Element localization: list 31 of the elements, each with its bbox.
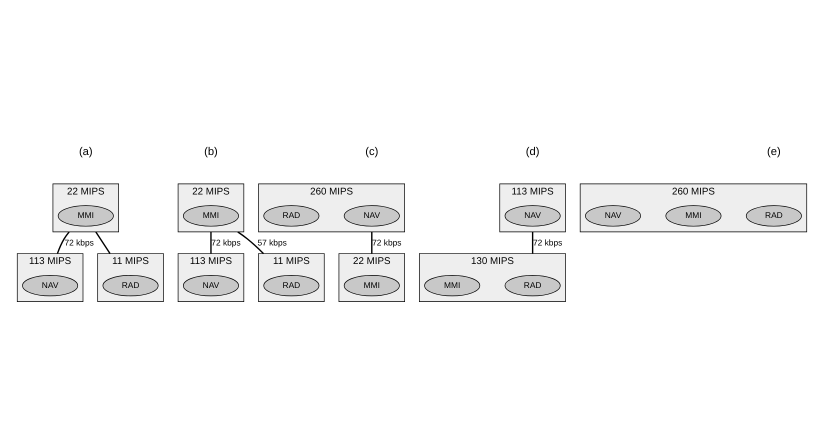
node-ellipse: MMI: [58, 204, 114, 226]
node-ellipse: NAV: [22, 274, 78, 296]
connector: [95, 231, 111, 254]
connector: [237, 230, 264, 254]
connector: [56, 230, 70, 254]
connector: [210, 231, 212, 254]
connector: [532, 231, 534, 254]
label: (b): [204, 146, 218, 158]
node-ellipse: RAD: [102, 274, 159, 296]
node-ellipse: RAD: [263, 204, 320, 226]
node-ellipse: NAV: [585, 204, 641, 226]
edge-label: 57 kbps: [257, 237, 287, 248]
edge-label: 72 kbps: [211, 237, 241, 248]
connector: [371, 231, 372, 254]
node-ellipse: MMI: [183, 204, 239, 226]
edge-label: 72 kbps: [372, 237, 402, 248]
label: (c): [365, 146, 378, 158]
label: (a): [78, 146, 93, 158]
node-ellipse: RAD: [746, 204, 802, 226]
label: (d): [526, 146, 540, 158]
node-ellipse: MMI: [344, 274, 400, 296]
node-ellipse: MMI: [665, 204, 722, 226]
node-ellipse: NAV: [344, 204, 400, 226]
edge-label: 72 kbps: [532, 237, 562, 248]
label: (e): [767, 146, 781, 158]
edge-label: 72 kbps: [64, 237, 94, 248]
node-ellipse: MMI: [424, 274, 480, 296]
node-ellipse: RAD: [263, 274, 320, 296]
node-ellipse: RAD: [504, 274, 561, 296]
node-ellipse: NAV: [504, 204, 561, 226]
node-ellipse: NAV: [183, 274, 239, 296]
